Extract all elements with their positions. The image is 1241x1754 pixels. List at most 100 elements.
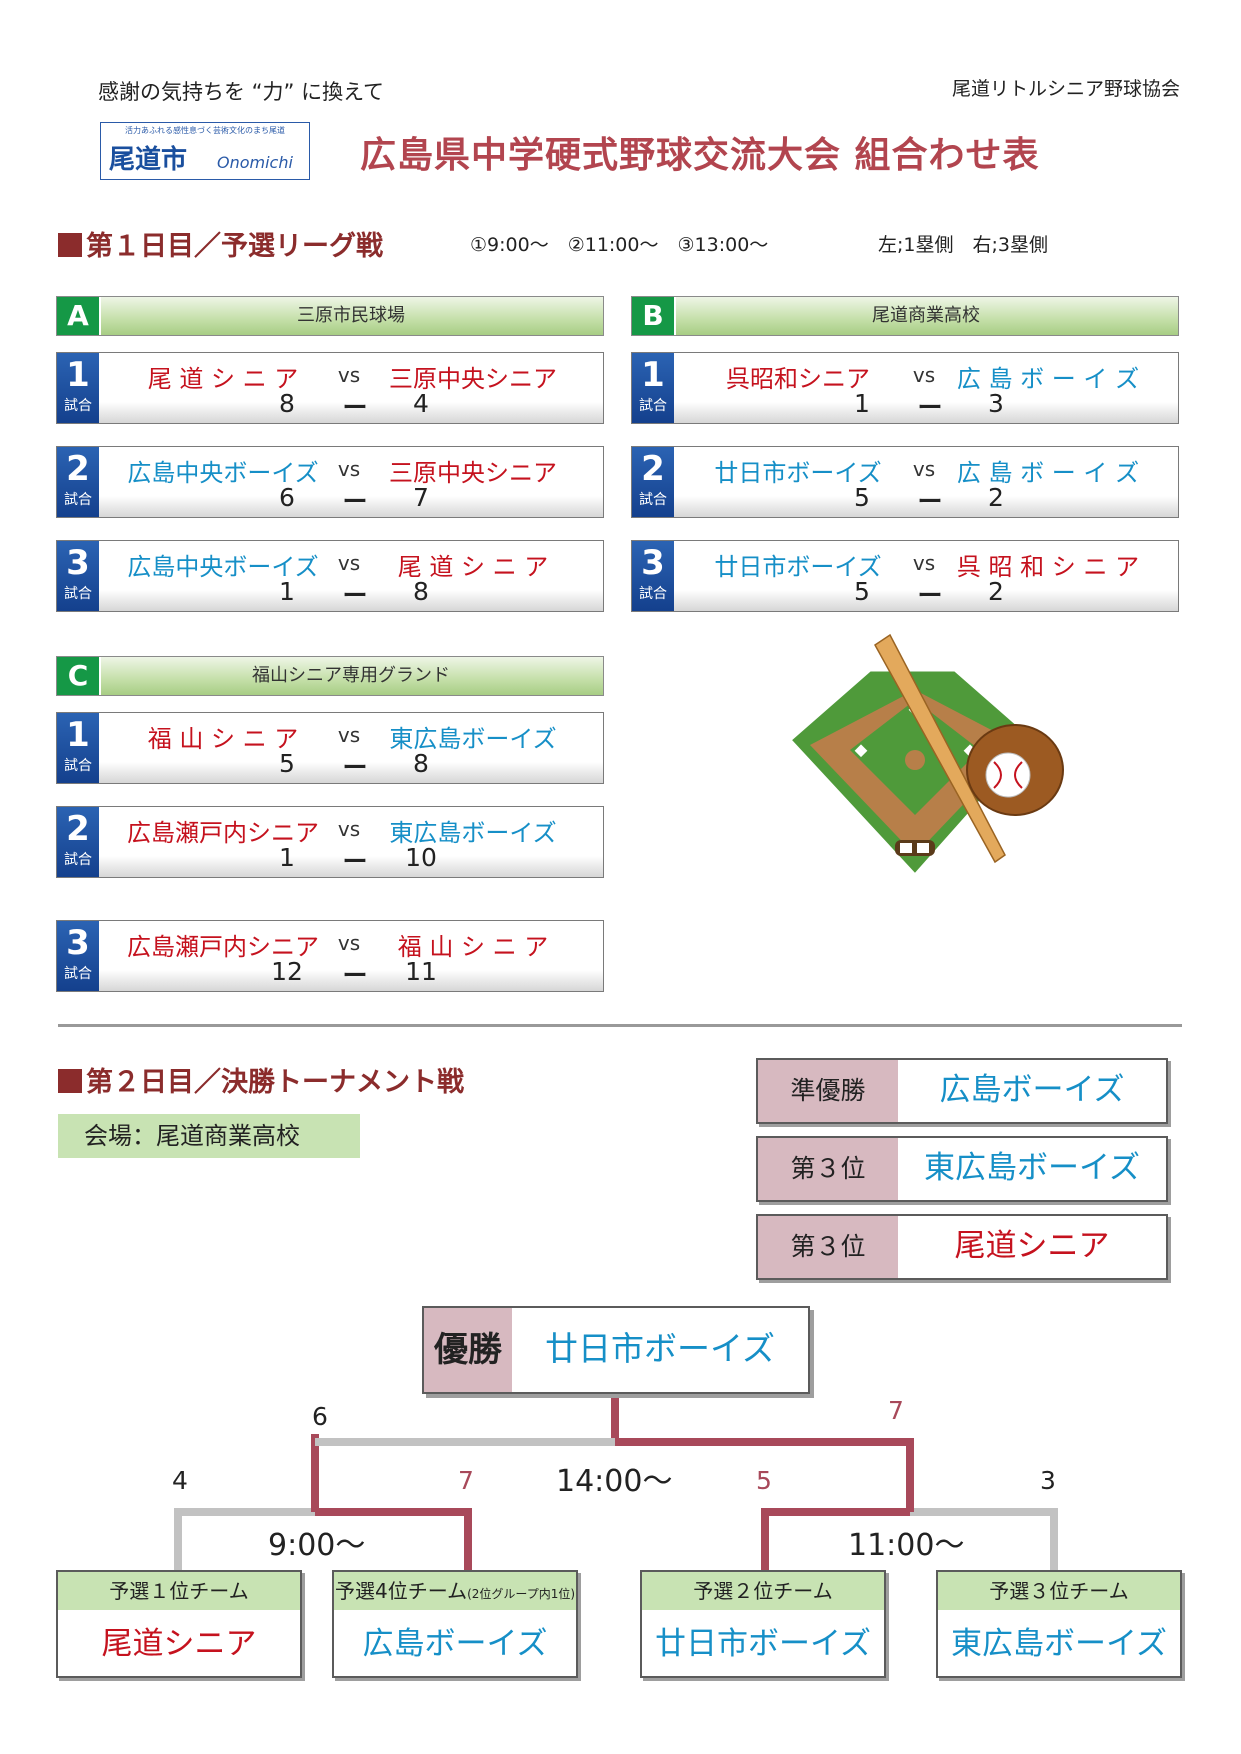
final-score-right: 7 (888, 1396, 904, 1425)
slogan: 感謝の気持ちを “力” に換えて (98, 80, 385, 104)
team-right: 三原中央シニア (389, 365, 557, 393)
page-title: 広島県中学硬式野球交流大会 組合わせ表 (360, 135, 1040, 176)
rank-label: 第３位 (758, 1138, 898, 1200)
rank-third-1: 第３位 東広島ボーイズ (756, 1136, 1168, 1202)
team-left: 呉昭和シニア (726, 365, 870, 393)
team-right: 広 島 ボ ー イ ズ (956, 365, 1140, 393)
team-name: 東広島ボーイズ (950, 1626, 1168, 1662)
logo-city: 尾道市 (109, 145, 188, 175)
team-seed-header: 予選4位チーム(2位グループ内1位) (334, 1572, 576, 1610)
team-right: 尾 道 シ ニ ア (397, 553, 549, 581)
section-divider (58, 1024, 1182, 1027)
team-left: 廿日市ボーイズ (714, 459, 882, 487)
rank-label: 第３位 (758, 1216, 898, 1278)
team-box-4: 予選３位チーム 東広島ボーイズ (936, 1570, 1182, 1678)
semi1-score-right: 7 (458, 1466, 474, 1495)
team-right: 東広島ボーイズ (389, 725, 557, 753)
team-seed-header: 予選１位チーム (58, 1572, 300, 1610)
score-dash: ー (342, 581, 368, 610)
rank-third-2: 第３位 尾道シニア (756, 1214, 1168, 1280)
team-left: 広島瀬戸内シニア (127, 933, 319, 961)
group-letter: A (57, 297, 101, 335)
rank-team: 東広島ボーイズ (923, 1150, 1141, 1186)
score-left: 1 (279, 843, 295, 872)
vs-label: vs (337, 457, 361, 481)
match-times: ①9:00～ ②11:00～ ③13:00～ (470, 234, 769, 256)
semi1-time: 9:00～ (268, 1528, 366, 1563)
vs-label: vs (912, 457, 936, 481)
team-box-3: 予選２位チーム 廿日市ボーイズ (640, 1570, 886, 1678)
vs-label: vs (337, 931, 361, 955)
team-left: 福 山 シ ニ ア (147, 725, 299, 753)
vs-label: vs (912, 551, 936, 575)
vs-label: vs (337, 723, 361, 747)
score-right: 2 (988, 483, 1004, 512)
vs-label: vs (337, 551, 361, 575)
logo-roman: Onomichi (217, 153, 293, 172)
team-right: 東広島ボーイズ (389, 819, 557, 847)
section-square-icon (58, 233, 82, 257)
score-dash: ー (917, 487, 943, 516)
score-dash: ー (342, 487, 368, 516)
organizer-name: 尾道リトルシニア野球協会 (951, 78, 1180, 100)
group-a-venue-bar: A 三原市民球場 (56, 296, 604, 336)
day2-section-title: 第２日目／決勝トーナメント戦 (58, 1060, 464, 1099)
score-dash: ー (917, 393, 943, 422)
score-left: 6 (279, 483, 295, 512)
team-box-2: 予選4位チーム(2位グループ内1位) 広島ボーイズ (332, 1570, 578, 1678)
rank-label: 準優勝 (758, 1060, 898, 1122)
venue-name: 福山シニア専用グランド (252, 665, 450, 686)
semi2-score-left: 5 (756, 1466, 772, 1495)
team-box-1: 予選１位チーム 尾道シニア (56, 1570, 302, 1678)
group-letter: B (632, 297, 676, 335)
champion-label: 優勝 (424, 1308, 512, 1392)
team-left: 広島中央ボーイズ (127, 459, 319, 487)
team-name: 尾道シニア (101, 1626, 257, 1662)
score-right: 8 (413, 577, 429, 606)
venue-name: 尾道商業高校 (872, 305, 980, 326)
score-right: 4 (413, 389, 429, 418)
team-left: 廿日市ボーイズ (714, 553, 882, 581)
vs-label: vs (912, 363, 936, 387)
team-right: 福 山 シ ニ ア (397, 933, 549, 961)
team-left: 尾 道 シ ニ ア (147, 365, 299, 393)
team-seed-header: 予選３位チーム (938, 1572, 1180, 1610)
champion-box: 優勝 廿日市ボーイズ (422, 1306, 810, 1394)
rank-team: 尾道シニア (954, 1228, 1110, 1264)
semi2-time: 11:00～ (848, 1528, 965, 1563)
baseball-field-illustration (787, 633, 1064, 878)
logo-tagline: 活力あふれる感性息づく芸術文化のまち尾道 (125, 126, 285, 135)
vs-label: vs (337, 363, 361, 387)
vs-label: vs (337, 817, 361, 841)
score-left: 5 (854, 577, 870, 606)
score-dash: ー (342, 393, 368, 422)
score-left: 5 (854, 483, 870, 512)
score-dash: ー (917, 581, 943, 610)
score-right: 7 (413, 483, 429, 512)
score-dash: ー (342, 847, 368, 876)
semi2-score-right: 3 (1040, 1466, 1056, 1495)
team-right: 三原中央シニア (389, 459, 557, 487)
score-left: 1 (279, 577, 295, 606)
group-c-venue-bar: C 福山シニア専用グランド (56, 656, 604, 696)
score-right: 8 (413, 749, 429, 778)
score-right: 10 (405, 843, 437, 872)
semi1-score-left: 4 (172, 1466, 188, 1495)
group-b-venue-bar: B 尾道商業高校 (631, 296, 1179, 336)
